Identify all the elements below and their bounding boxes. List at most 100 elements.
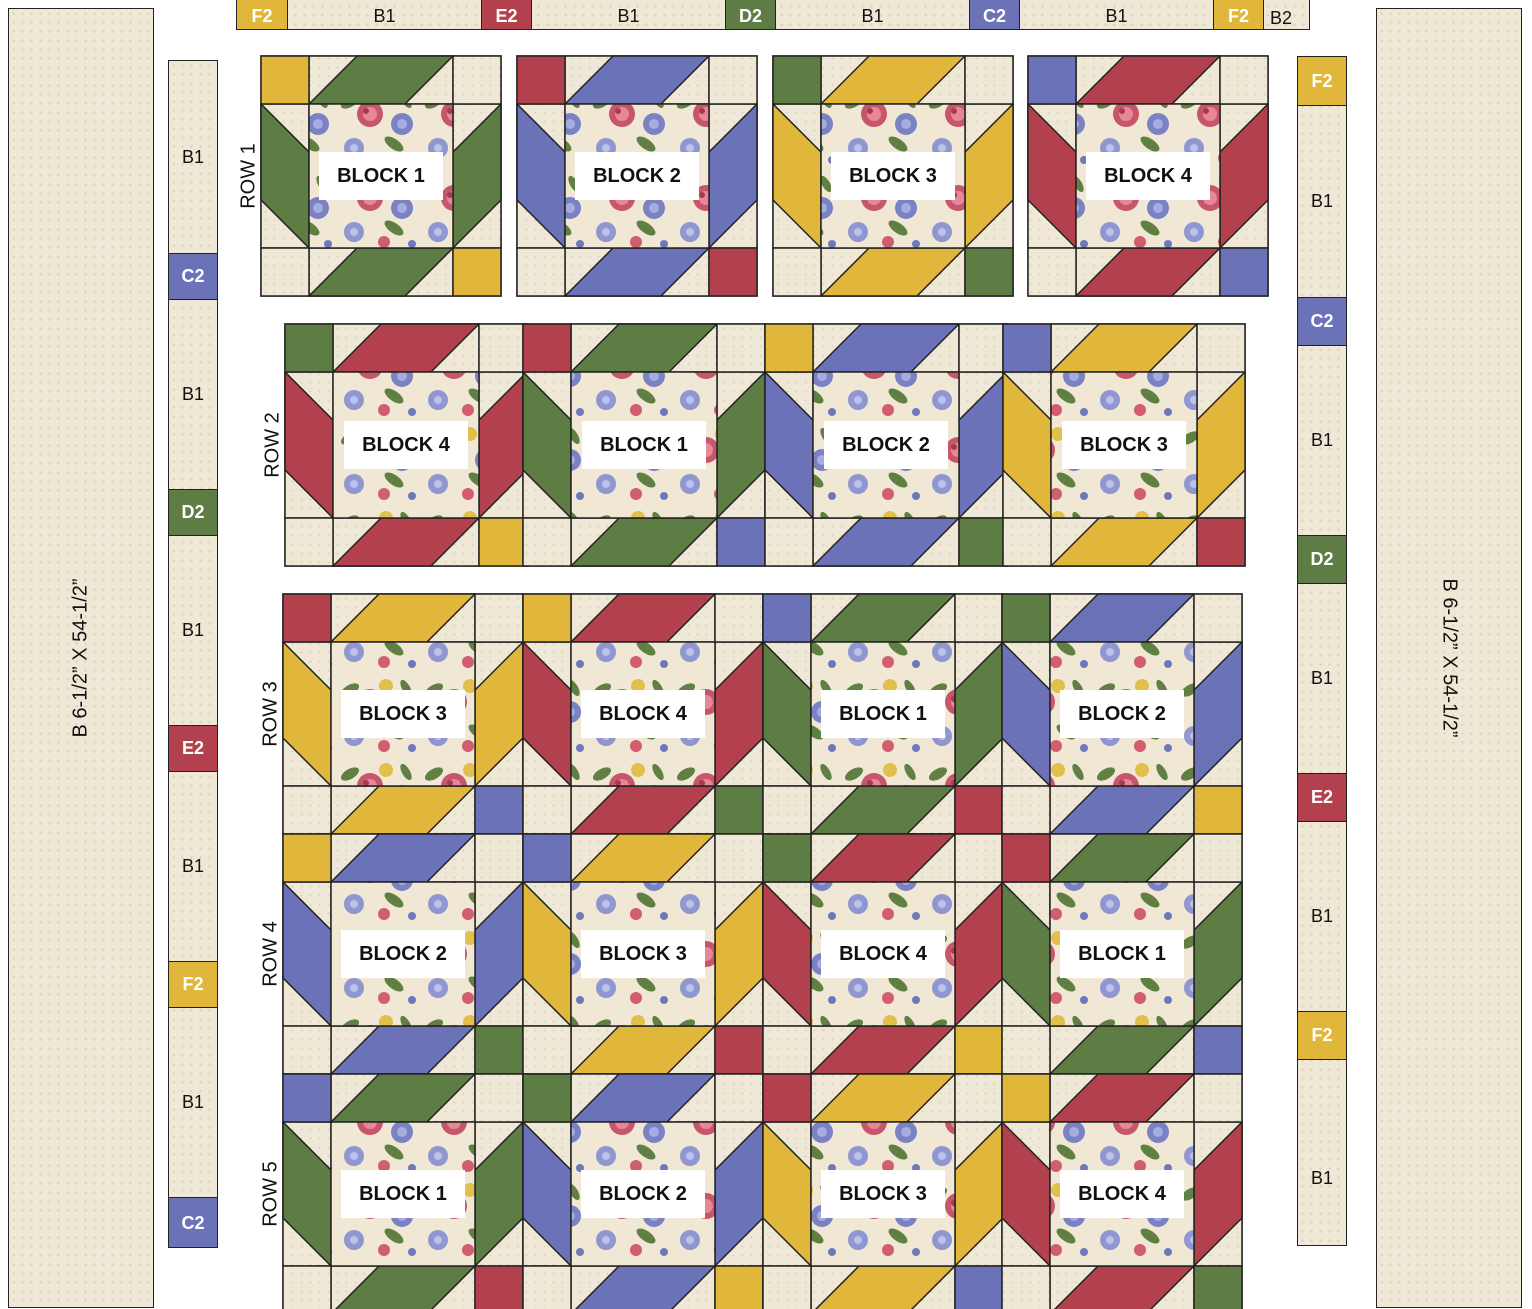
row-label: ROW 4	[260, 921, 283, 987]
corner-square	[475, 786, 523, 834]
corner-square	[453, 248, 501, 296]
corner-square	[1002, 1074, 1050, 1122]
corner-square	[475, 1074, 523, 1122]
corner-square	[1194, 594, 1242, 642]
corner-square	[955, 1074, 1003, 1122]
block-label: BLOCK 3	[341, 690, 465, 738]
corner-square	[715, 1026, 763, 1074]
block-label: BLOCK 2	[575, 152, 699, 200]
corner-square	[763, 1074, 811, 1122]
corner-square	[283, 786, 331, 834]
corner-square	[1003, 518, 1051, 566]
block-label: BLOCK 4	[581, 690, 705, 738]
corner-square	[523, 1074, 571, 1122]
corner-square	[965, 56, 1013, 104]
corner-square	[717, 518, 765, 566]
block-label: BLOCK 1	[341, 1170, 465, 1218]
block-label: BLOCK 3	[821, 1170, 945, 1218]
corner-square	[717, 324, 765, 372]
corner-square	[1194, 786, 1242, 834]
row-label: ROW 3	[260, 681, 283, 747]
row-label: ROW 1	[238, 143, 261, 209]
corner-square	[1194, 1026, 1242, 1074]
block-label: BLOCK 4	[1086, 152, 1210, 200]
corner-square	[955, 834, 1003, 882]
corner-square	[955, 1266, 1003, 1309]
corner-square	[479, 324, 527, 372]
corner-square	[1002, 834, 1050, 882]
corner-square	[763, 1026, 811, 1074]
block-label: BLOCK 3	[831, 152, 955, 200]
corner-square	[955, 786, 1003, 834]
row-label: ROW 2	[262, 412, 285, 478]
corner-square	[709, 56, 757, 104]
corner-square	[523, 1026, 571, 1074]
corner-square	[1220, 248, 1268, 296]
corner-square	[261, 248, 309, 296]
row-label: ROW 5	[260, 1161, 283, 1227]
block-label: BLOCK 4	[821, 930, 945, 978]
block-label: BLOCK 3	[1062, 421, 1186, 469]
corner-square	[715, 594, 763, 642]
block-label: BLOCK 4	[344, 421, 468, 469]
block-label: BLOCK 2	[824, 421, 948, 469]
block-label: BLOCK 2	[1060, 690, 1184, 738]
corner-square	[283, 594, 331, 642]
corner-square	[1002, 786, 1050, 834]
corner-square	[763, 1266, 811, 1309]
block-label: BLOCK 1	[821, 690, 945, 738]
corner-square	[523, 834, 571, 882]
block-label: BLOCK 3	[581, 930, 705, 978]
corner-square	[773, 248, 821, 296]
corner-square	[283, 834, 331, 882]
corner-square	[517, 56, 565, 104]
corner-square	[523, 786, 571, 834]
corner-square	[765, 324, 813, 372]
block-label: BLOCK 2	[581, 1170, 705, 1218]
block-label: BLOCK 1	[319, 152, 443, 200]
corner-square	[1194, 1266, 1242, 1309]
corner-square	[283, 1266, 331, 1309]
corner-square	[1028, 248, 1076, 296]
corner-square	[523, 324, 571, 372]
corner-square	[1003, 324, 1051, 372]
corner-square	[475, 1026, 523, 1074]
corner-square	[763, 786, 811, 834]
corner-square	[1194, 1074, 1242, 1122]
corner-square	[1220, 56, 1268, 104]
corner-square	[955, 1026, 1003, 1074]
corner-square	[523, 1266, 571, 1309]
corner-square	[1194, 834, 1242, 882]
block-label: BLOCK 2	[341, 930, 465, 978]
corner-square	[763, 834, 811, 882]
corner-square	[959, 324, 1007, 372]
corner-square	[517, 248, 565, 296]
corner-square	[285, 518, 333, 566]
corner-square	[453, 56, 501, 104]
corner-square	[1002, 1266, 1050, 1309]
corner-square	[523, 594, 571, 642]
corner-square	[283, 1026, 331, 1074]
corner-square	[285, 324, 333, 372]
corner-square	[475, 1266, 523, 1309]
corner-square	[1197, 324, 1245, 372]
corner-square	[283, 1074, 331, 1122]
corner-square	[955, 594, 1003, 642]
corner-square	[475, 594, 523, 642]
corner-square	[765, 518, 813, 566]
block-label: BLOCK 1	[1060, 930, 1184, 978]
corner-square	[523, 518, 571, 566]
corner-square	[475, 834, 523, 882]
corner-square	[715, 1266, 763, 1309]
corner-square	[715, 1074, 763, 1122]
corner-square	[763, 594, 811, 642]
corner-square	[959, 518, 1007, 566]
corner-square	[715, 834, 763, 882]
corner-square	[479, 518, 527, 566]
corner-square	[1002, 1026, 1050, 1074]
corner-square	[773, 56, 821, 104]
corner-square	[965, 248, 1013, 296]
corner-square	[709, 248, 757, 296]
corner-square	[1002, 594, 1050, 642]
